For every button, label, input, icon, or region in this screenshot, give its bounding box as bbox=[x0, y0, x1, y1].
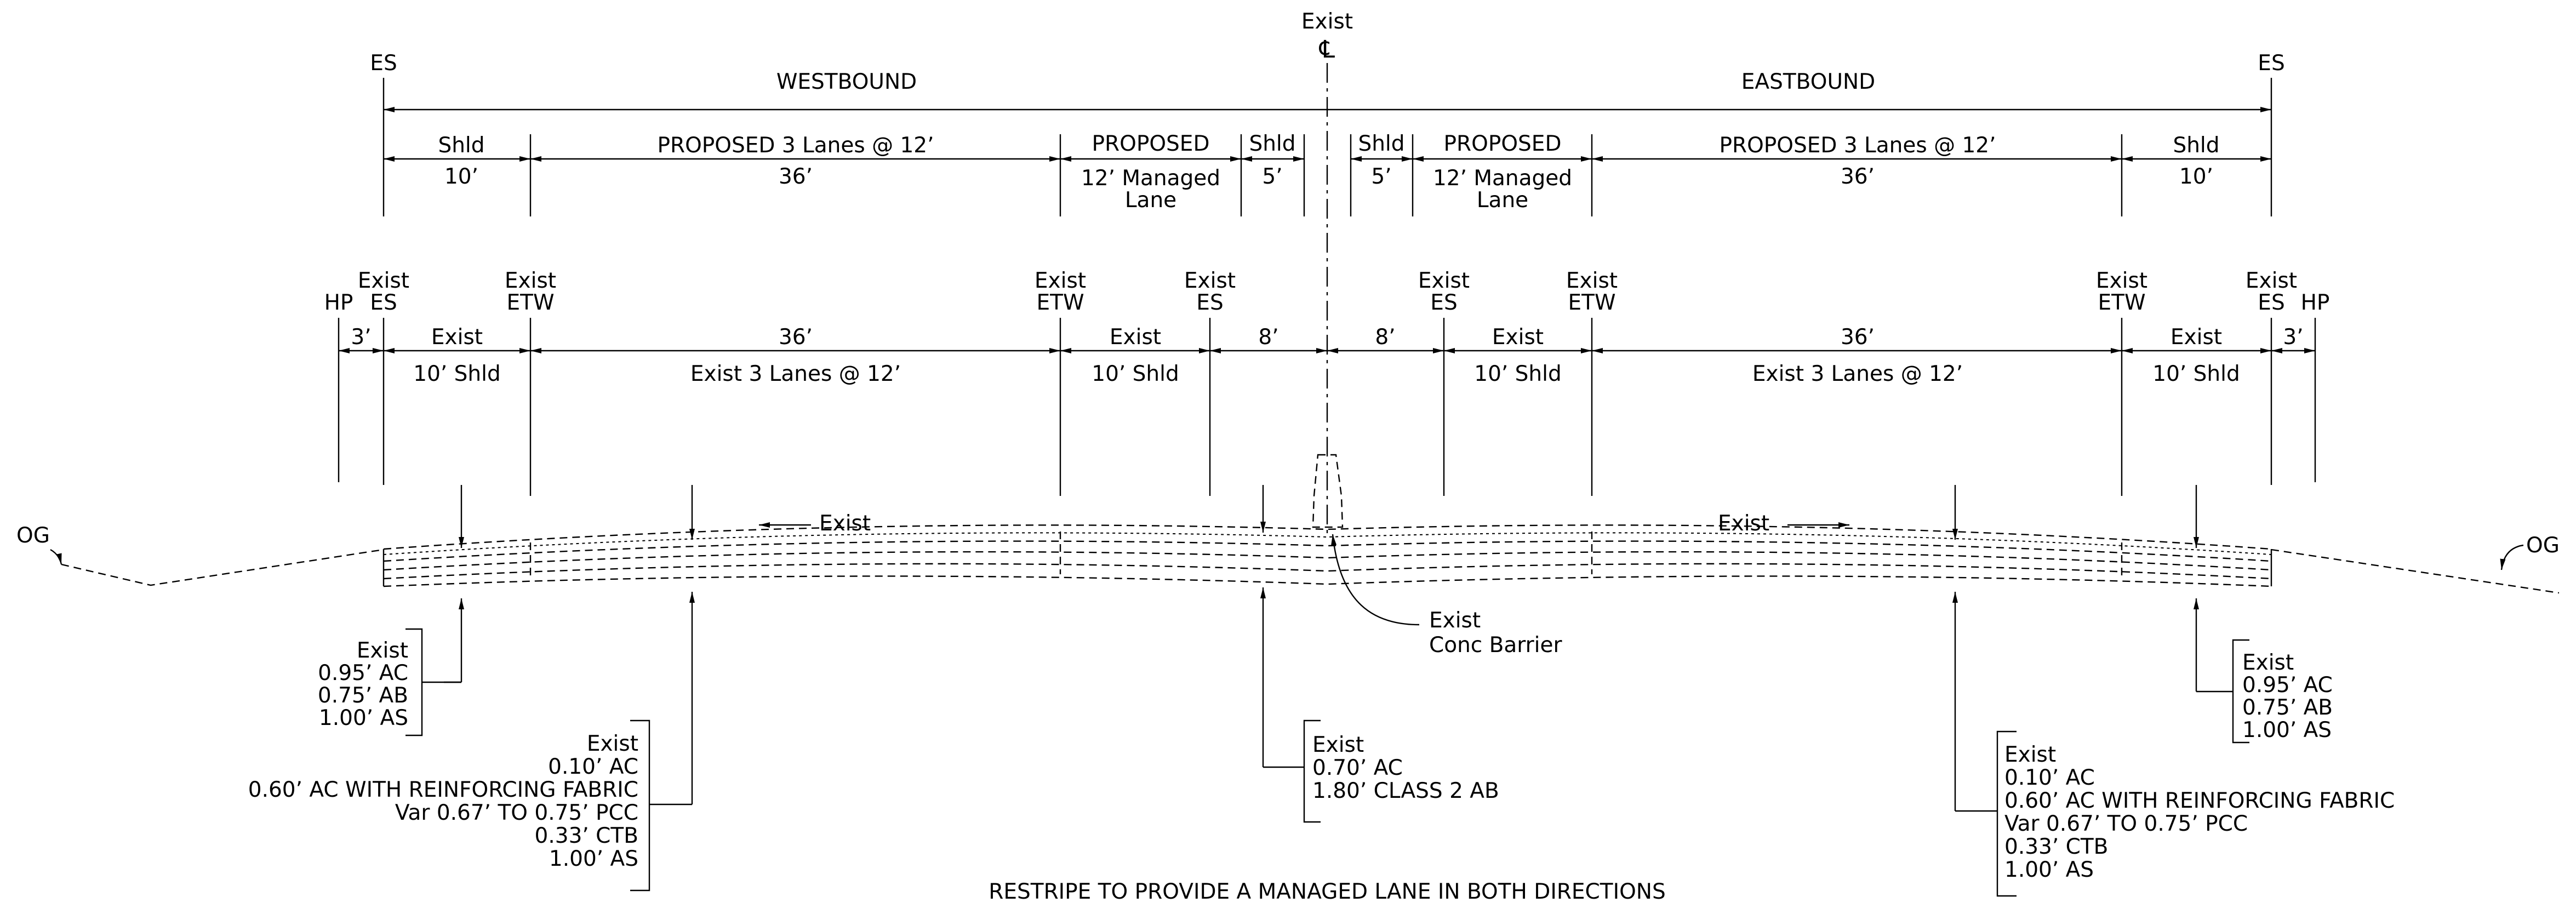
barrier-label-1: Exist bbox=[1429, 608, 1481, 633]
exist-eb-lanes-top: 36’ bbox=[1841, 325, 1875, 350]
centerline-symbol: ℄ bbox=[1319, 36, 1335, 64]
exist-es-left-top: Exist bbox=[358, 269, 409, 293]
callout-eb-shoulder-2: 0.75’ AB bbox=[2242, 695, 2333, 720]
prop-wb-lanes-dim: 36’ bbox=[779, 164, 813, 189]
proposed-es-left: ES bbox=[370, 51, 397, 76]
exist-eb-inner-top: Exist bbox=[1492, 325, 1544, 350]
callout-eb-lanes-4: 0.33’ CTB bbox=[2004, 835, 2108, 859]
prop-eb-managed-dim-2: Lane bbox=[1477, 188, 1528, 213]
prop-wb-inner-shld-label: Shld bbox=[1249, 132, 1295, 156]
callout-median-0: Exist bbox=[1312, 733, 1364, 757]
exist-etw-eb-outer-top: Exist bbox=[2096, 269, 2147, 293]
prop-wb-managed-dim-2: Lane bbox=[1125, 188, 1176, 213]
exist-es-eb-inner: ES bbox=[1430, 290, 1457, 315]
exist-hp-left: HP bbox=[324, 290, 353, 315]
prop-eb-managed-dim-1: 12’ Managed bbox=[1433, 166, 1572, 191]
exist-etw-eb-inner: ETW bbox=[1568, 290, 1615, 315]
exist-eb-inner-bottom: 10’ Shld bbox=[1474, 362, 1562, 386]
og-right-label: OG bbox=[2526, 533, 2560, 558]
prop-eb-lanes-label: PROPOSED 3 Lanes @ 12’ bbox=[1719, 133, 1996, 158]
prop-eb-shld-label: Shld bbox=[2173, 133, 2219, 158]
existing-dimensions: HP Exist ES Exist ETW Exist ETW Exist ES… bbox=[324, 269, 2330, 496]
callout-wb-lanes-3: Var 0.67’ TO 0.75’ PCC bbox=[395, 801, 638, 825]
exist-eb-shld-top: Exist bbox=[2171, 325, 2222, 350]
exist-hp-right: HP bbox=[2301, 290, 2330, 315]
exist-wb-lanes-top: 36’ bbox=[779, 325, 813, 350]
exist-etw-wb-inner: ETW bbox=[1036, 290, 1084, 315]
callout-eb-lanes-2: 0.60’ AC WITH REINFORCING FABRIC bbox=[2004, 789, 2395, 813]
prop-eb-managed-label: PROPOSED bbox=[1444, 132, 1562, 156]
callout-median-2: 1.80’ CLASS 2 AB bbox=[1312, 779, 1499, 803]
prop-wb-shld-dim: 10’ bbox=[444, 164, 478, 189]
centerline: Exist ℄ bbox=[1301, 9, 1353, 534]
exist-etw-eb-outer: ETW bbox=[2098, 290, 2145, 315]
prop-wb-lanes-label: PROPOSED 3 Lanes @ 12’ bbox=[657, 133, 934, 158]
exist-es-right-top: Exist bbox=[2246, 269, 2297, 293]
og-left-label: OG bbox=[16, 523, 50, 548]
exist-es-eb-inner-top: Exist bbox=[1418, 269, 1470, 293]
prop-eb-inner-shld-label: Shld bbox=[1358, 132, 1404, 156]
callout-median-1: 0.70’ AC bbox=[1312, 756, 1403, 780]
exist-etw-wb-outer-top: Exist bbox=[505, 269, 556, 293]
prop-wb-managed-label: PROPOSED bbox=[1092, 132, 1210, 156]
roadway-section: OG OG Exist Exist Exist bbox=[16, 454, 2560, 658]
exist-es-left: ES bbox=[370, 290, 397, 315]
centerline-exist-label: Exist bbox=[1301, 9, 1353, 34]
callout-wb-lanes-1: 0.10’ AC bbox=[548, 755, 638, 779]
callout-wb-lanes-5: 1.00’ AS bbox=[549, 847, 638, 871]
callout-eb-shoulder-1: 0.95’ AC bbox=[2242, 673, 2333, 698]
proposed-es-right: ES bbox=[2258, 51, 2284, 76]
prop-eb-lanes-dim: 36’ bbox=[1841, 164, 1875, 189]
prop-wb-shld-label: Shld bbox=[438, 133, 484, 158]
callout-eb-shoulder-3: 1.00’ AS bbox=[2242, 718, 2332, 742]
exist-eb-shld-bottom: 10’ Shld bbox=[2152, 362, 2240, 386]
callout-wb-lanes-2: 0.60’ AC WITH REINFORCING FABRIC bbox=[248, 778, 638, 802]
westbound-label: WESTBOUND bbox=[776, 70, 917, 94]
prop-wb-inner-shld-dim: 5’ bbox=[1262, 164, 1282, 189]
exist-etw-eb-inner-top: Exist bbox=[1566, 269, 1618, 293]
callout-wb-shoulder-0: Exist bbox=[357, 638, 408, 663]
callout-wb-shoulder-2: 0.75’ AB bbox=[318, 683, 408, 708]
eastbound-label: EASTBOUND bbox=[1741, 70, 1875, 94]
callout-wb-lanes-4: 0.33’ CTB bbox=[535, 824, 638, 848]
exist-wb-shld-bottom: 10’ Shld bbox=[413, 362, 501, 386]
exist-etw-wb-inner-top: Exist bbox=[1035, 269, 1086, 293]
exist-wb-lanes-bottom: Exist 3 Lanes @ 12’ bbox=[690, 362, 901, 386]
exist-wb-median-dim: 8’ bbox=[1258, 325, 1278, 350]
exist-eb-hp-dim: 3’ bbox=[2283, 325, 2303, 350]
proposed-dimensions: ES ES WESTBOUND EASTBOUND Shld 10’ PROPO… bbox=[370, 51, 2285, 216]
callout-eb-lanes-5: 1.00’ AS bbox=[2004, 858, 2094, 882]
exist-eb-lanes-bottom: Exist 3 Lanes @ 12’ bbox=[1752, 362, 1963, 386]
callout-wb-shoulder-3: 1.00’ AS bbox=[319, 706, 408, 730]
exist-wb-shld-top: Exist bbox=[431, 325, 483, 350]
prop-eb-shld-dim: 10’ bbox=[2179, 164, 2213, 189]
callout-wb-shoulder-1: 0.95’ AC bbox=[318, 661, 408, 686]
callout-eb-lanes-3: Var 0.67’ TO 0.75’ PCC bbox=[2004, 812, 2248, 836]
callout-eb-lanes-0: Exist bbox=[2004, 742, 2056, 767]
prop-eb-inner-shld-dim: 5’ bbox=[1371, 164, 1391, 189]
exist-es-wb-inner: ES bbox=[1196, 290, 1223, 315]
eb-direction-label: Exist bbox=[1718, 511, 1769, 536]
exist-etw-wb-outer: ETW bbox=[506, 290, 554, 315]
callout-wb-lanes-0: Exist bbox=[587, 732, 638, 756]
callout-eb-shoulder-0: Exist bbox=[2242, 650, 2294, 675]
exist-eb-median-dim: 8’ bbox=[1375, 325, 1395, 350]
wb-direction-label: Exist bbox=[819, 511, 871, 536]
exist-es-right: ES bbox=[2258, 290, 2284, 315]
callouts: Exist 0.95’ AC 0.75’ AB 1.00’ AS Exist 0… bbox=[248, 587, 2395, 897]
restripe-note: RESTRIPE TO PROVIDE A MANAGED LANE IN BO… bbox=[989, 879, 1666, 904]
callout-eb-lanes-1: 0.10’ AC bbox=[2004, 766, 2095, 790]
exist-wb-inner-bottom: 10’ Shld bbox=[1092, 362, 1179, 386]
barrier-label-2: Conc Barrier bbox=[1429, 633, 1563, 658]
prop-wb-managed-dim-1: 12’ Managed bbox=[1081, 166, 1220, 191]
exist-wb-inner-top: Exist bbox=[1110, 325, 1161, 350]
exist-es-wb-inner-top: Exist bbox=[1184, 269, 1236, 293]
exist-wb-hp-dim: 3’ bbox=[351, 325, 371, 350]
